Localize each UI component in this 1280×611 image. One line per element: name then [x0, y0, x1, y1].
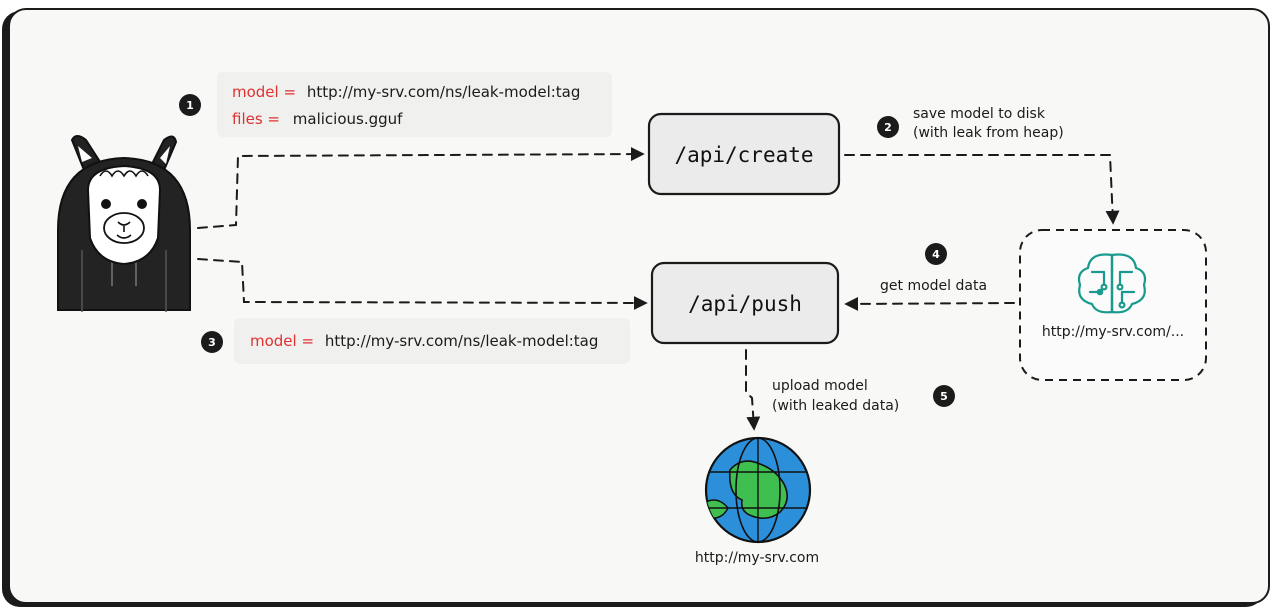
- edge-get-model-data: [844, 296, 1015, 311]
- step-badge: [925, 243, 947, 265]
- api-create-box: [647, 112, 841, 196]
- model-url-value: http://my-srv.com/ns/leak-model:tag: [325, 332, 599, 350]
- svg-text:model = http://my-srv.com/: model = http://my-srv.com/ns/leak-model:…: [250, 332, 598, 350]
- api-push-label: /api/push: [688, 292, 802, 316]
- registry-url: http://my-srv.com/...: [1042, 324, 1184, 340]
- step2-label-line2: (with leak from heap): [913, 125, 1064, 141]
- edge-create-request: [197, 147, 645, 229]
- step5-label-line2: (with leaked data): [772, 398, 899, 414]
- model-url-value: http://my-srv.com/ns/leak-model:tag: [307, 83, 581, 101]
- step-number: 3: [208, 336, 216, 349]
- step5-label-line1: upload model: [772, 378, 868, 394]
- globe-icon: [704, 436, 812, 544]
- step-badge: [877, 116, 899, 138]
- svg-text:files = malicious.gguf: files = malicious.gguf: [232, 110, 403, 128]
- request-note-create: [217, 72, 612, 137]
- edge-push-request: [197, 258, 648, 310]
- files-key-label: files =: [232, 110, 280, 128]
- step-badge: [933, 385, 955, 407]
- svg-text:model = http://my-srv.com/: model = http://my-srv.com/ns/leak-model:…: [232, 83, 580, 101]
- step-badge: [201, 331, 223, 353]
- api-push-box: [650, 261, 840, 345]
- model-key-label: model =: [250, 332, 314, 350]
- step-number: 1: [186, 99, 194, 112]
- files-value: malicious.gguf: [293, 110, 403, 128]
- step2-label-line1: save model to disk: [913, 106, 1046, 122]
- hooded-llama-icon: [57, 135, 191, 312]
- ai-brain-chip-icon: [1077, 253, 1147, 314]
- step-number: 4: [932, 248, 940, 261]
- edge-upload-model: [745, 349, 761, 431]
- step-number: 2: [884, 121, 892, 134]
- model-key-label: model =: [232, 83, 296, 101]
- request-note-push: [234, 318, 630, 364]
- api-create-label: /api/create: [674, 143, 813, 167]
- step-number: 5: [940, 390, 948, 403]
- internet-url: http://my-srv.com: [695, 550, 819, 566]
- step-badge: [179, 94, 201, 116]
- edge-save-model: [844, 154, 1120, 225]
- step4-label: get model data: [880, 278, 987, 294]
